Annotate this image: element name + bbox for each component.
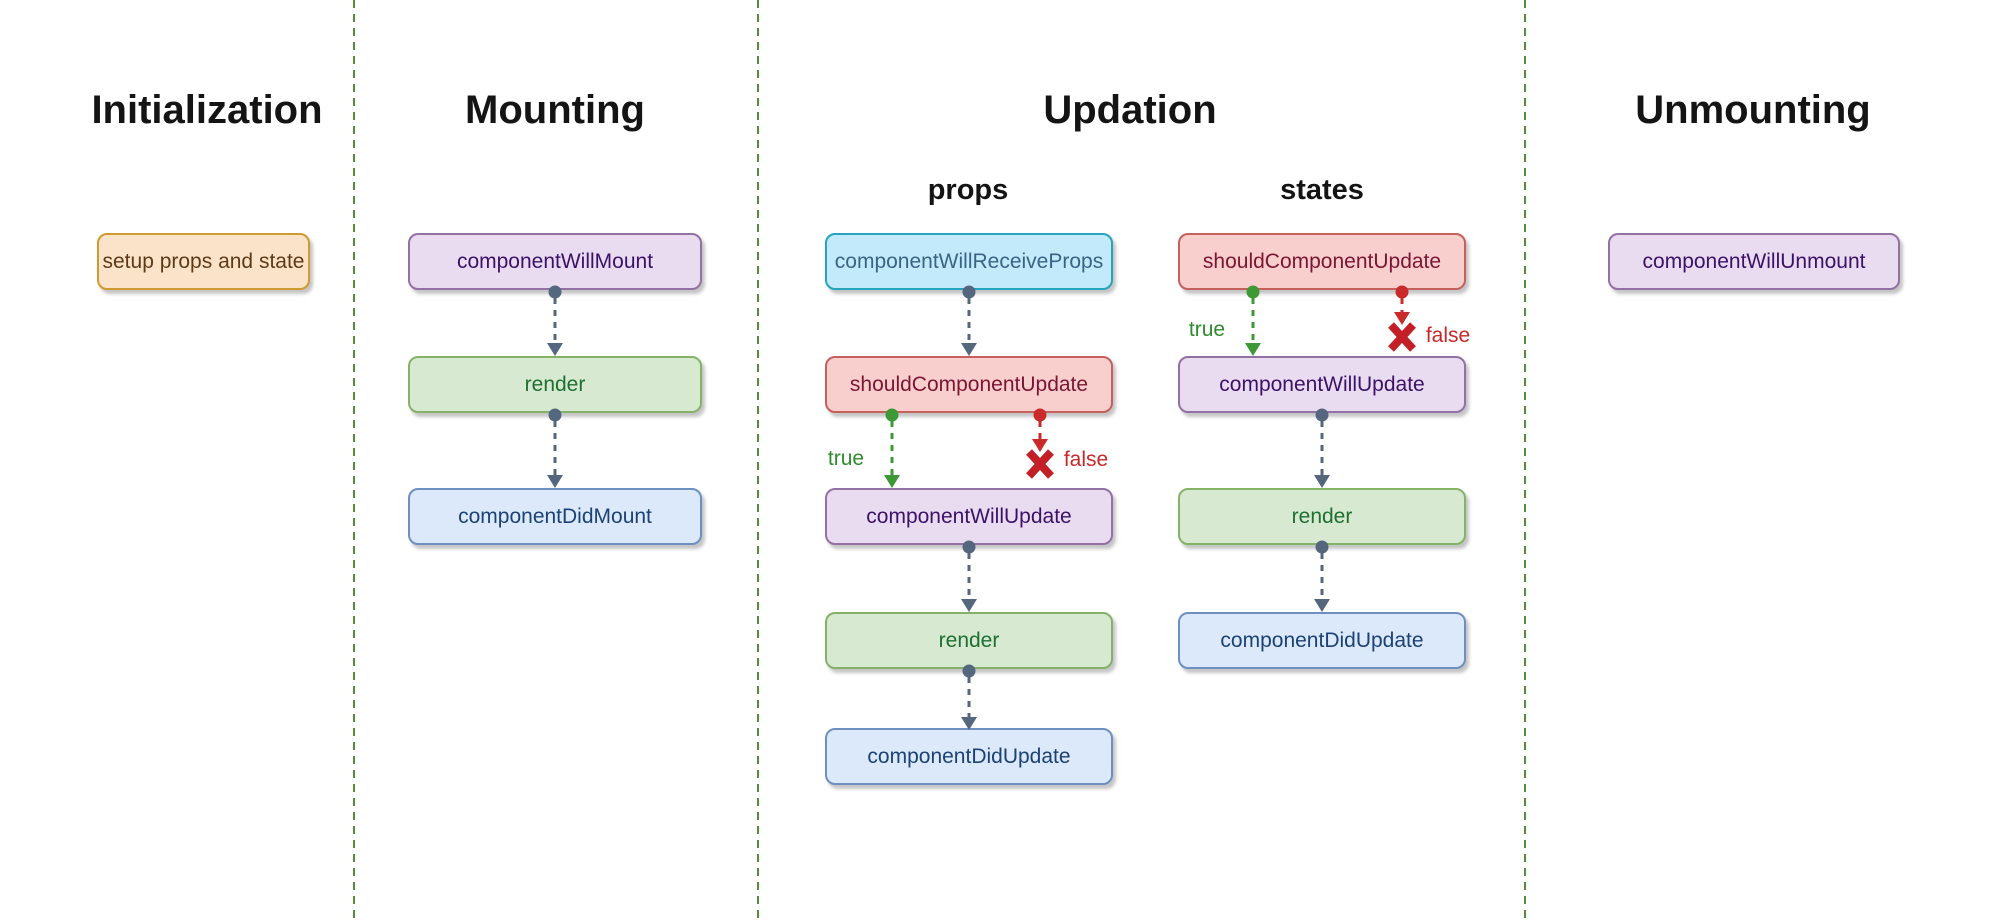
connector-line-false (1400, 298, 1404, 312)
connector-line (1320, 553, 1324, 599)
node-component-will-receive-props: componentWillReceiveProps (825, 233, 1113, 290)
arrowhead-icon (961, 717, 977, 730)
connector-dot (1315, 540, 1329, 554)
false-cross-icon (1385, 320, 1419, 359)
connector-dot-true (1246, 285, 1260, 299)
arrowhead-icon-false (1032, 439, 1048, 452)
connector-line-false (1038, 421, 1042, 439)
arrowhead-icon (961, 343, 977, 356)
node-should-component-update-states: shouldComponentUpdate (1178, 233, 1466, 290)
edge-label-false: false (1063, 448, 1109, 471)
column-title-states: states (1280, 174, 1364, 206)
arrowhead-icon (961, 599, 977, 612)
section-title-initialization: Initialization (91, 88, 323, 132)
arrowhead-icon (1314, 599, 1330, 612)
node-render-states: render (1178, 488, 1466, 545)
connector-line (967, 553, 971, 599)
arrowhead-icon-true (884, 475, 900, 488)
false-cross-icon (1023, 447, 1057, 486)
arrowhead-icon (547, 343, 563, 356)
node-component-will-update-props: componentWillUpdate (825, 488, 1113, 545)
node-component-did-update-states: componentDidUpdate (1178, 612, 1466, 669)
arrowhead-icon (547, 475, 563, 488)
arrowhead-icon-true (1245, 343, 1261, 356)
connector-dot-false (1395, 285, 1409, 299)
connector-dot (548, 408, 562, 422)
node-component-will-unmount: componentWillUnmount (1608, 233, 1900, 290)
connector-dot (962, 540, 976, 554)
section-title-updation: Updation (1043, 88, 1217, 132)
connector-dot (1315, 408, 1329, 422)
node-should-component-update-props: shouldComponentUpdate (825, 356, 1113, 413)
connector-dot-true (885, 408, 899, 422)
connector-dot-false (1033, 408, 1047, 422)
node-setup-props-and-state: setup props and state (97, 233, 310, 290)
arrowhead-icon-false (1394, 312, 1410, 325)
connector-line-true (1251, 298, 1255, 343)
section-title-mounting: Mounting (465, 88, 645, 132)
connector-line (553, 421, 557, 475)
connector-line (967, 298, 971, 343)
node-component-did-mount: componentDidMount (408, 488, 702, 545)
section-divider (353, 0, 355, 924)
edge-label-true: true (827, 447, 865, 470)
node-component-will-mount: componentWillMount (408, 233, 702, 290)
connector-line (553, 298, 557, 343)
arrowhead-icon (1314, 475, 1330, 488)
node-render-mounting: render (408, 356, 702, 413)
connector-dot (548, 285, 562, 299)
node-render-props: render (825, 612, 1113, 669)
connector-line (967, 677, 971, 717)
edge-label-true: true (1188, 318, 1226, 341)
section-title-unmounting: Unmounting (1635, 88, 1871, 132)
node-component-will-update-states: componentWillUpdate (1178, 356, 1466, 413)
column-title-props: props (927, 174, 1009, 206)
connector-dot (962, 285, 976, 299)
connector-line (1320, 421, 1324, 475)
node-component-did-update-props: componentDidUpdate (825, 728, 1113, 785)
connector-line-true (890, 421, 894, 475)
section-divider (1524, 0, 1526, 924)
connector-dot (962, 664, 976, 678)
edge-label-false: false (1425, 324, 1471, 347)
section-divider (757, 0, 759, 924)
